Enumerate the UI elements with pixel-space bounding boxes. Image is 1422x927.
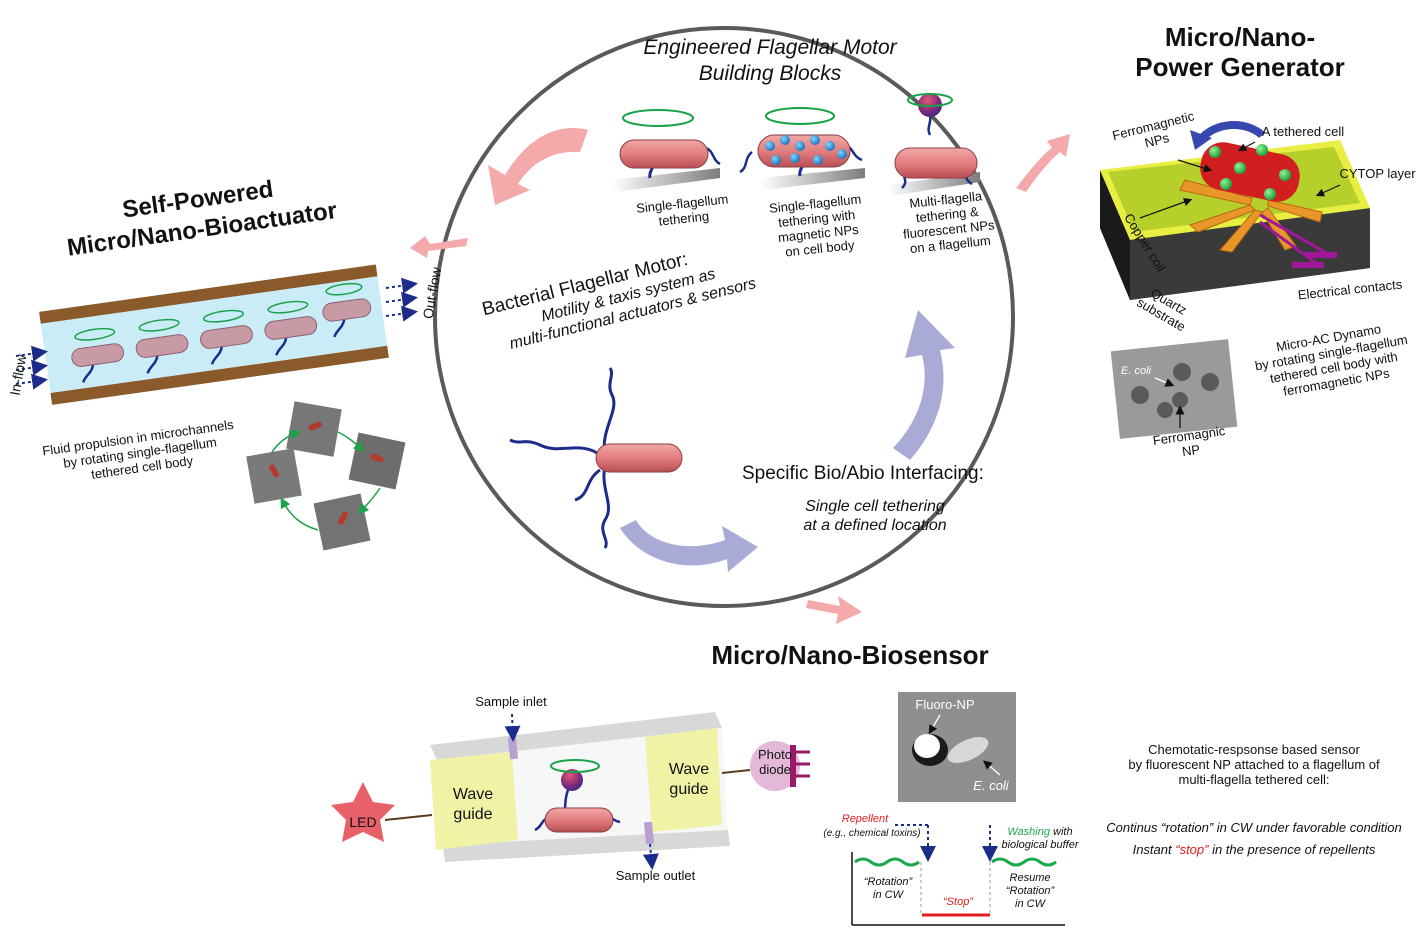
inflow-arrows (15, 345, 48, 390)
cytop-label: CYTOP layer (1339, 166, 1416, 181)
sample-inlet-label: Sample inlet (475, 694, 547, 709)
generator-title: Micro/Nano- Power Generator (1135, 22, 1345, 82)
interface-title: Specific Bio/Abio Interfacing: (742, 463, 984, 484)
waveguide-left-label: Wave guide (452, 786, 494, 823)
resume-label: Resume “Rotation” in CW (1005, 872, 1055, 910)
caption-stop-word: “stop” (1175, 842, 1209, 857)
rotation-cw-label: “Rotation” in CW (863, 876, 913, 901)
block3-label: Multi-flagella tethering & fluorescent N… (902, 188, 996, 257)
photodiode-label: Photo diode (758, 747, 792, 777)
pink-arrow-to-actuator (488, 128, 588, 205)
block1-illustration (612, 109, 721, 192)
block2-illustration (739, 107, 865, 190)
caption-line2-suffix: in the presence of repellents (1208, 842, 1376, 857)
bacterium-illustration (509, 367, 683, 549)
tethered-cell-label: A tethered cell (1261, 124, 1345, 139)
biosensor-title: Micro/Nano-Biosensor (711, 640, 989, 670)
fluoro-np-label: Fluoro-NP (915, 697, 975, 712)
central-circle (433, 26, 1015, 608)
lavender-arrow-bottom (620, 520, 758, 572)
washing-label-group: Washing with biological buffer (995, 813, 1085, 852)
pink-arrow-to-biosensor (806, 596, 862, 624)
microchannel (39, 264, 389, 405)
rotation-image-tiles (246, 401, 406, 551)
channel-cells (71, 282, 372, 383)
pink-arrow-left-small (410, 236, 468, 258)
biosensor-caption-line2: Instant “stop” in the presence of repell… (1086, 842, 1422, 857)
pink-arrow-to-generator (1016, 134, 1070, 192)
outflow-arrows (385, 277, 418, 322)
generator-ecoli-label: E. coli (1121, 365, 1151, 377)
waveguide-right-label: Wave guide (668, 761, 710, 798)
generator-device (1100, 120, 1370, 300)
lavender-arrow-right (893, 310, 955, 460)
biosensor-device (331, 712, 810, 870)
interface-subtitle: Single cell tethering at a defined locat… (803, 498, 947, 534)
washing-label: Washing (1007, 826, 1050, 838)
repellent-label: Repellent (841, 813, 889, 825)
biosensor-caption: Chemotatic-respsonse based sensor by flu… (1128, 742, 1380, 787)
caption-line2-prefix: Instant (1132, 842, 1176, 857)
ecoli-micrograph (1110, 339, 1238, 439)
biosensor-caption-line1: Continus “rotation” in CW under favorabl… (1106, 820, 1402, 835)
washing-rest-label: with biological buffer (1001, 826, 1079, 851)
stop-label: “Stop” (943, 896, 973, 908)
sample-outlet-label: Sample outlet (615, 868, 696, 883)
repellent-sub-label: (e.g., chemical toxins) (823, 828, 921, 839)
biosensor-ecoli-label: E. coli (973, 778, 1009, 793)
led-label: LED (349, 814, 377, 830)
block3-illustration (888, 93, 980, 196)
signal-plot (851, 824, 1065, 926)
building-blocks-title: Engineered Flagellar Motor Building Bloc… (643, 36, 897, 85)
fluoro-micrograph (898, 692, 1016, 802)
